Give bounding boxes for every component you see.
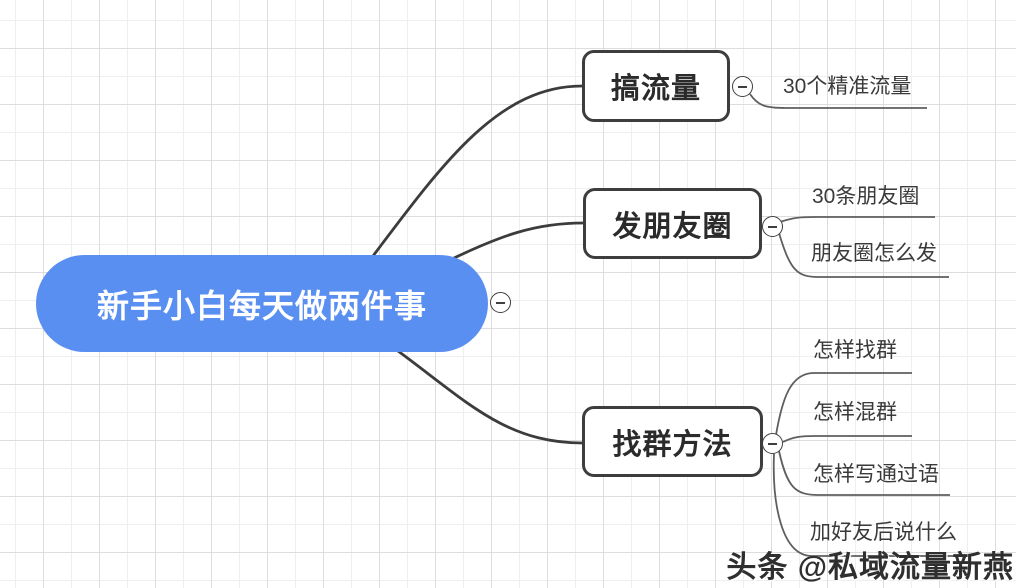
branch-topic-find-groups-label: 找群方法 <box>612 428 733 461</box>
child-line-pass-phrase <box>778 450 950 496</box>
root-topic-label: 新手小白每天做两件事 <box>96 287 427 324</box>
child-line-blend-group <box>782 435 912 443</box>
minus-icon <box>738 85 747 88</box>
root-topic[interactable]: 新手小白每天做两件事 <box>36 255 488 352</box>
child-line-how-post-moments <box>778 232 949 278</box>
branch-curve-traffic <box>371 84 583 257</box>
child-line-after-friend <box>772 453 958 557</box>
branch-curve-groups <box>397 349 583 445</box>
branch-curve-moments <box>451 221 584 261</box>
subtopic-find-group[interactable]: 怎样找群 <box>813 339 897 362</box>
branch-topic-moments-label: 发朋友圈 <box>612 210 733 243</box>
collapse-button-find-groups[interactable] <box>762 433 783 454</box>
collapse-button-traffic[interactable] <box>732 76 753 97</box>
subtopic-how-post-moments[interactable]: 朋友圈怎么发 <box>811 242 937 265</box>
subtopic-blend-group[interactable]: 怎样混群 <box>813 401 897 424</box>
watermark: 头条 @私域流量新燕 <box>726 551 1014 584</box>
child-line-precise-traffic <box>749 93 927 109</box>
minus-icon <box>496 301 505 304</box>
collapse-button-moments[interactable] <box>762 216 783 237</box>
subtopic-pass-phrase[interactable]: 怎样写通过语 <box>813 463 939 486</box>
subtopic-after-friend[interactable]: 加好友后说什么 <box>810 521 957 544</box>
subtopic-precise-traffic[interactable]: 30个精准流量 <box>783 75 912 98</box>
branch-topic-moments[interactable]: 发朋友圈 <box>583 188 762 259</box>
branch-topic-traffic-label: 搞流量 <box>610 73 701 105</box>
child-line-find-group <box>775 372 912 436</box>
child-line-30-moments <box>779 216 935 223</box>
minus-icon <box>768 225 777 228</box>
collapse-button-root[interactable] <box>490 292 511 313</box>
minus-icon <box>768 442 777 445</box>
subtopic-30-moments[interactable]: 30条朋友圈 <box>812 185 920 208</box>
branch-topic-traffic[interactable]: 搞流量 <box>582 50 730 122</box>
branch-topic-find-groups[interactable]: 找群方法 <box>582 406 763 477</box>
